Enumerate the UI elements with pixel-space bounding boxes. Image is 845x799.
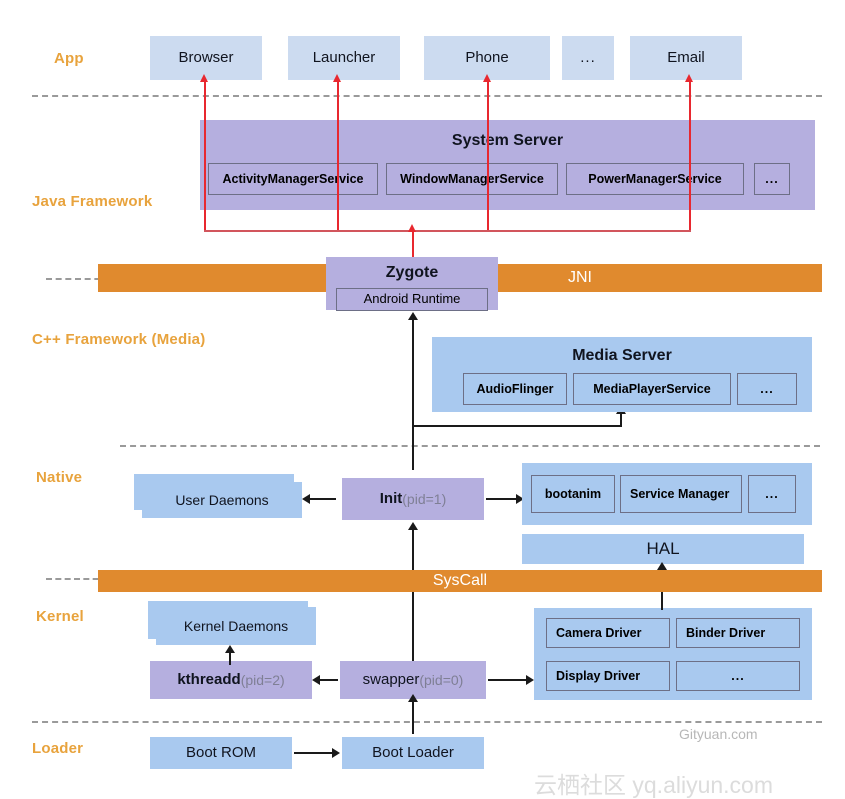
layer-label-app: App <box>54 50 84 67</box>
system-server-box[interactable] <box>200 120 815 210</box>
arrowhead-swapper-up <box>408 694 418 702</box>
line-zygote-media-h <box>412 425 622 427</box>
line-init-services <box>486 498 518 500</box>
line-swapper-drivers <box>488 679 526 681</box>
red-line-zygote-fork <box>412 230 414 268</box>
zygote-title: Zygote <box>385 263 439 281</box>
line-syscall-init <box>412 528 414 578</box>
red-bus-horizontal <box>204 230 691 232</box>
swapper-box[interactable]: swapper(pid=0) <box>340 661 486 699</box>
red-arrowhead-launcher <box>333 74 341 82</box>
service-more[interactable]: ... <box>754 163 790 195</box>
arrowhead-init-up <box>408 522 418 530</box>
divider-native-kernel <box>46 578 108 580</box>
line-zygote-media-v <box>620 412 622 427</box>
driver-camera[interactable]: Camera Driver <box>546 618 670 648</box>
service-bootanim[interactable]: bootanim <box>531 475 615 513</box>
divider-framework-left <box>46 278 110 280</box>
init-pid: (pid=1) <box>402 490 447 507</box>
syscall-bar <box>98 570 822 592</box>
swapper-name: swapper <box>362 671 420 689</box>
layer-label-loader: Loader <box>32 740 84 757</box>
line-zygote-init <box>412 318 414 470</box>
service-native-more[interactable]: ... <box>748 475 796 513</box>
app-box-launcher[interactable]: Launcher <box>288 36 400 80</box>
arrowhead-kthreadd <box>312 675 320 685</box>
red-line-browser <box>204 80 206 230</box>
red-line-email <box>689 80 691 230</box>
kernel-daemons-box[interactable]: Kernel Daemons <box>156 607 316 645</box>
layer-label-cpp-framework: C++ Framework (Media) <box>32 331 206 348</box>
red-arrowhead-browser <box>200 74 208 82</box>
service-media-more[interactable]: ... <box>737 373 797 405</box>
swapper-pid: (pid=0) <box>419 671 464 688</box>
kthreadd-name: kthreadd <box>177 671 241 689</box>
layer-label-native: Native <box>36 469 83 486</box>
service-power-manager[interactable]: PowerManagerService <box>566 163 744 195</box>
hal-box[interactable]: HAL <box>522 534 804 564</box>
syscall-label: SysCall <box>432 572 488 589</box>
system-server-title: System Server <box>451 131 564 149</box>
red-line-launcher <box>337 80 339 230</box>
layer-label-java-framework: Java Framework <box>32 193 153 210</box>
line-kthreadd-daemons <box>229 651 231 665</box>
divider-app-framework <box>32 95 822 97</box>
driver-binder[interactable]: Binder Driver <box>676 618 800 648</box>
media-server-box[interactable] <box>432 337 812 412</box>
init-box[interactable]: Init(pid=1) <box>342 478 484 520</box>
driver-display[interactable]: Display Driver <box>546 661 670 691</box>
media-server-title: Media Server <box>572 346 672 364</box>
zygote-box[interactable] <box>326 257 498 310</box>
boot-loader-box[interactable]: Boot Loader <box>342 737 484 769</box>
divider-kernel-loader <box>32 721 822 723</box>
line-bootloader-swapper <box>412 700 414 734</box>
user-daemons-box[interactable]: User Daemons <box>142 482 302 518</box>
arrowhead-native-services <box>516 494 524 504</box>
app-box-phone[interactable]: Phone <box>424 36 550 80</box>
boot-rom-box[interactable]: Boot ROM <box>150 737 292 769</box>
service-activity-manager[interactable]: ActivityManagerService <box>208 163 378 195</box>
arrowhead-boot-loader <box>332 748 340 758</box>
line-bootrom-bootloader <box>294 752 332 754</box>
divider-media-native <box>120 445 820 447</box>
init-name: Init <box>379 490 403 508</box>
watermark-site: Gityuan.com <box>679 726 758 742</box>
arrowhead-hal-up <box>657 562 667 570</box>
app-box-browser[interactable]: Browser <box>150 36 262 80</box>
service-window-manager[interactable]: WindowManagerService <box>386 163 558 195</box>
driver-more[interactable]: ... <box>676 661 800 691</box>
arrowhead-user-daemons <box>302 494 310 504</box>
service-media-player[interactable]: MediaPlayerService <box>573 373 731 405</box>
jni-label: JNI <box>568 269 592 286</box>
arrowhead-zygote-init <box>408 312 418 320</box>
android-runtime-box[interactable]: Android Runtime <box>336 288 488 311</box>
native-services-box <box>522 463 812 525</box>
line-syscall-drivers <box>661 592 663 610</box>
arrowhead-drivers <box>526 675 534 685</box>
arrowhead-kernel-daemons <box>225 645 235 653</box>
kernel-drivers-box <box>534 608 812 700</box>
line-init-userdaemons <box>304 498 336 500</box>
red-line-phone <box>487 80 489 230</box>
kthreadd-pid: (pid=2) <box>240 671 285 688</box>
red-arrowhead-phone <box>483 74 491 82</box>
app-box-more[interactable]: ... <box>562 36 614 80</box>
red-arrowhead-email <box>685 74 693 82</box>
app-box-email[interactable]: Email <box>630 36 742 80</box>
line-swapper-kthreadd <box>314 679 338 681</box>
layer-label-kernel: Kernel <box>36 608 84 625</box>
line-swapper-syscall <box>412 592 414 661</box>
service-service-manager[interactable]: Service Manager <box>620 475 742 513</box>
red-arrowhead-zygote-fork <box>408 224 416 232</box>
watermark-community: 云栖社区 yq.aliyun.com <box>534 772 774 798</box>
service-audio-flinger[interactable]: AudioFlinger <box>463 373 567 405</box>
kthreadd-box[interactable]: kthreadd(pid=2) <box>150 661 312 699</box>
